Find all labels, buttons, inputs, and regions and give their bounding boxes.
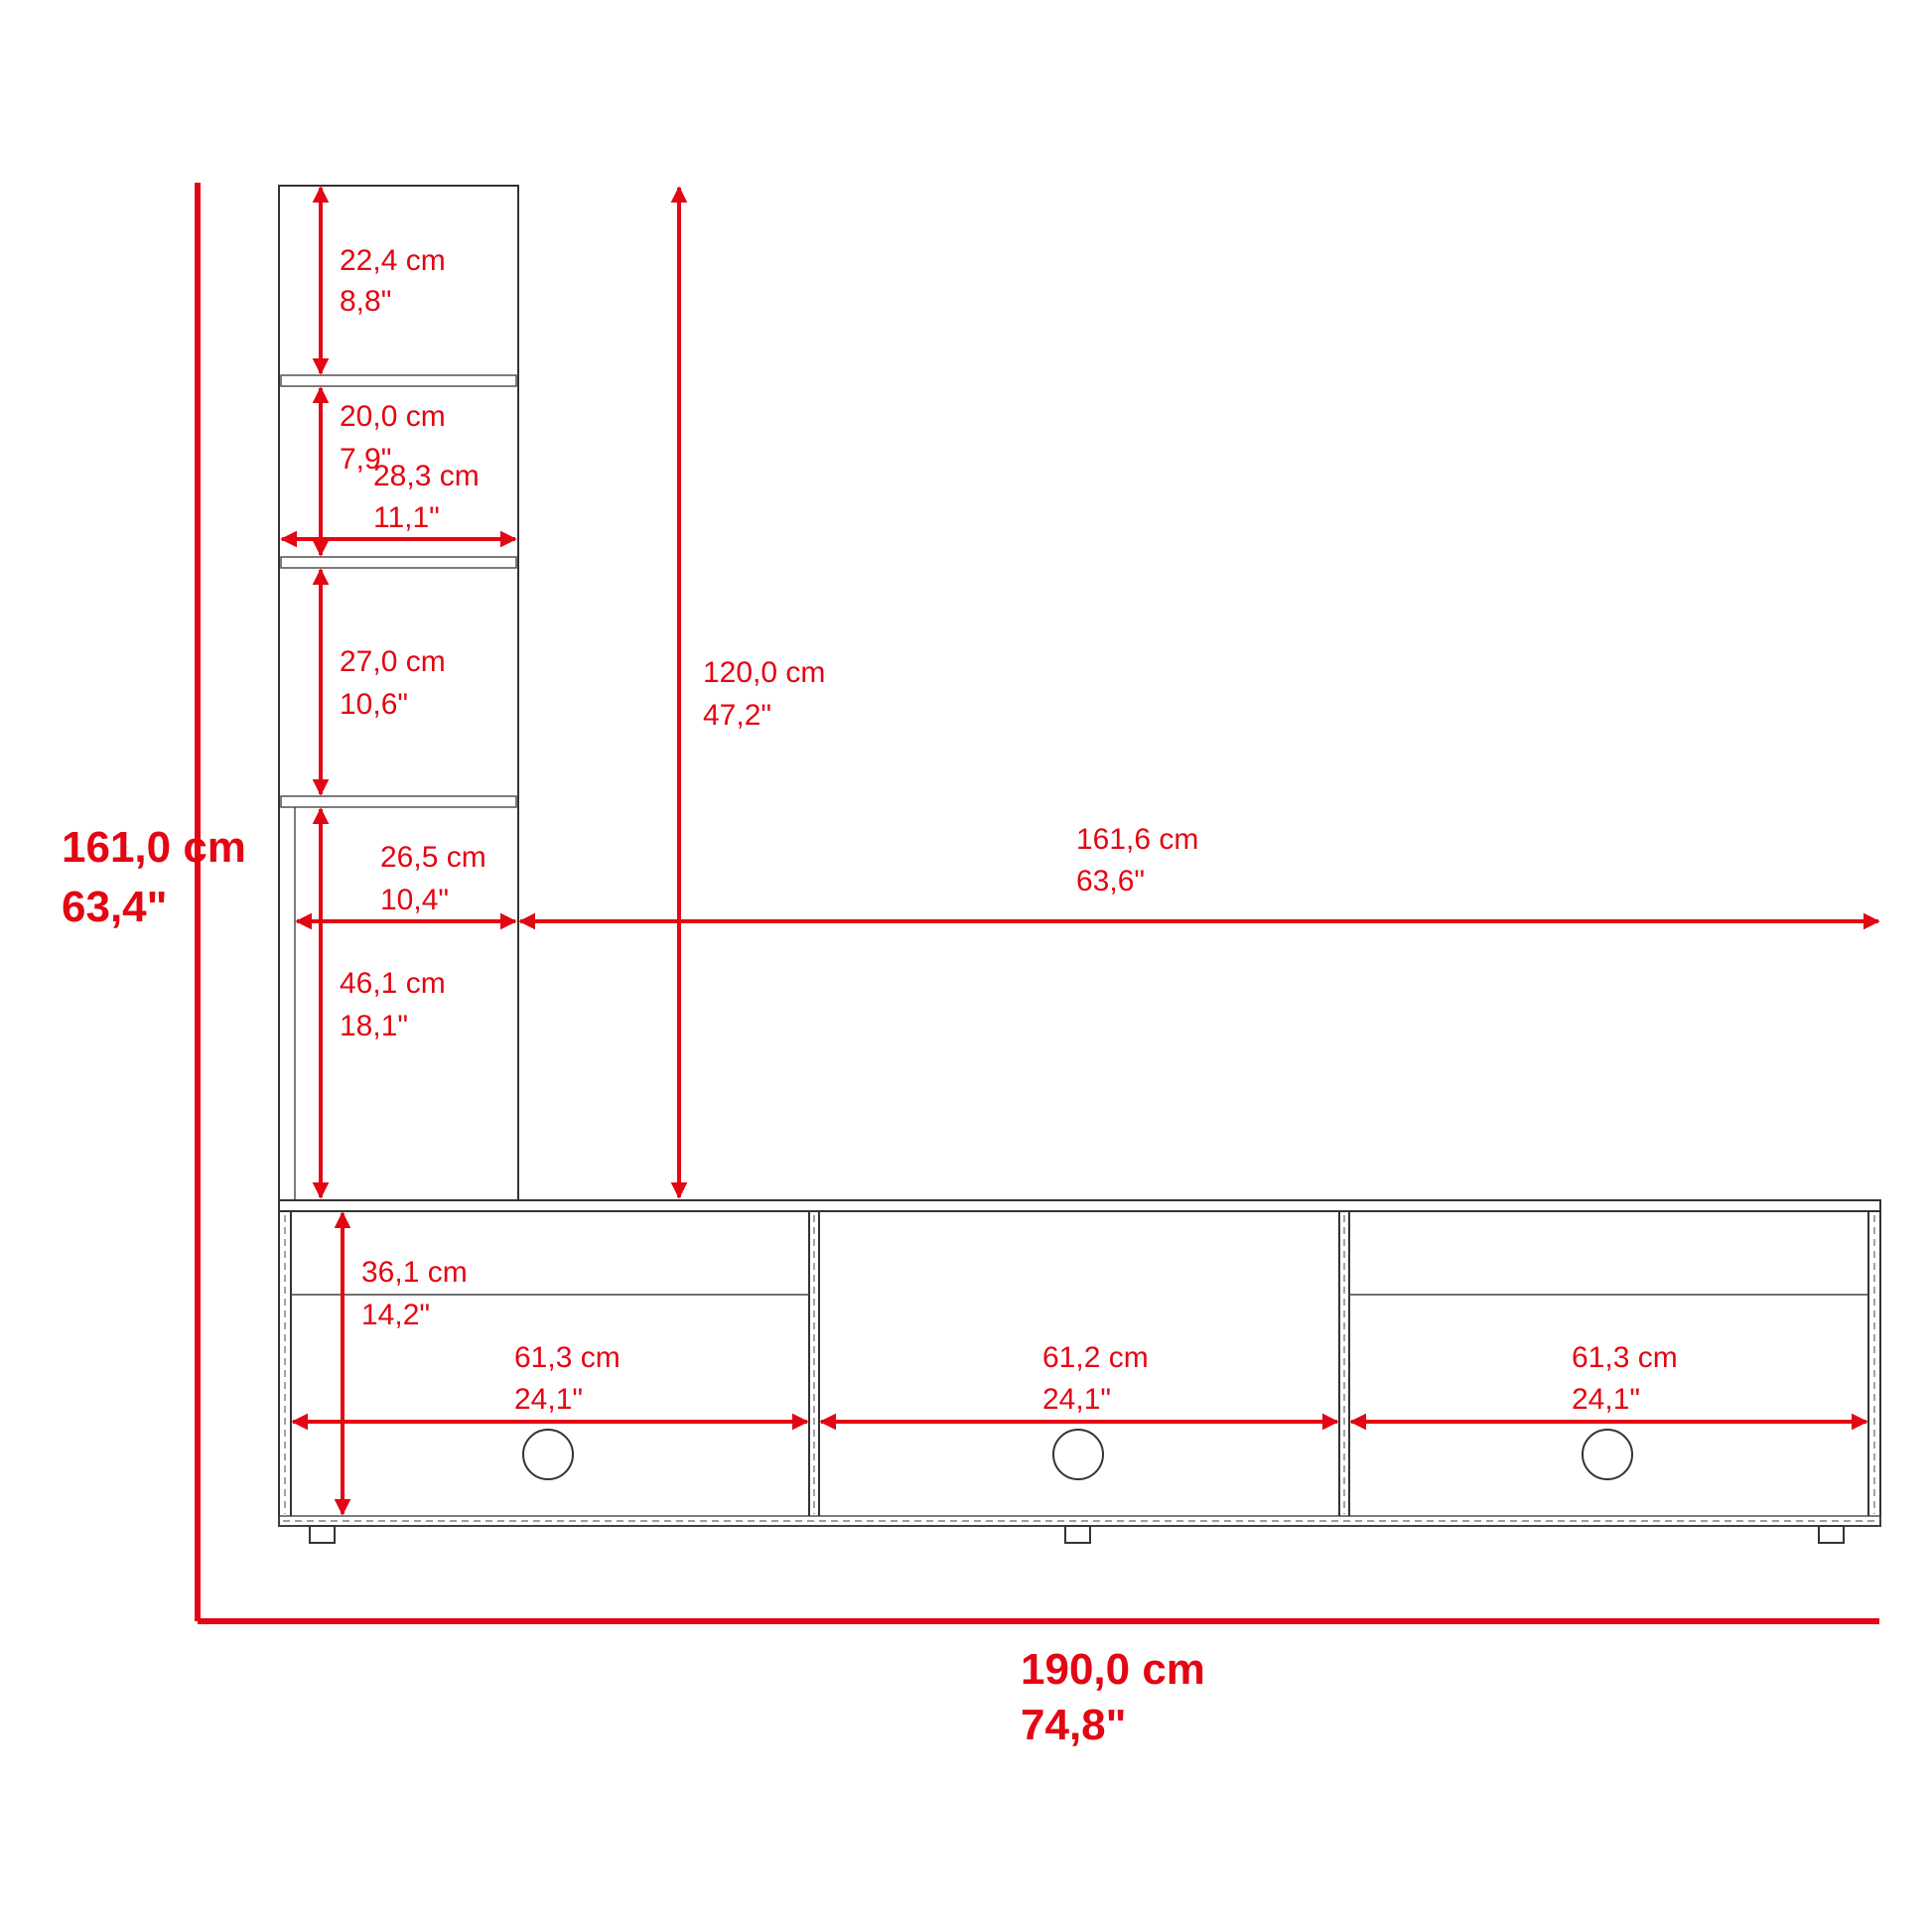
shelf3-height-in: 10,6" — [340, 688, 408, 721]
foot-3 — [1818, 1525, 1845, 1544]
base-height-in: 14,2" — [361, 1299, 430, 1331]
overall-height-in: 63,4" — [62, 883, 168, 931]
tower-shelf-3 — [280, 795, 517, 808]
upper-height-in: 47,2" — [703, 699, 771, 732]
shelf2-height-cm: 20,0 cm — [340, 400, 446, 433]
tv-stand-unit — [278, 1199, 1881, 1544]
overall-width-in: 74,8" — [1021, 1701, 1127, 1749]
cable-hole-2 — [1052, 1429, 1104, 1480]
tv-stand-top — [278, 1199, 1881, 1212]
base-height-cm: 36,1 cm — [361, 1256, 468, 1289]
tower-width-in: 11,1" — [373, 501, 440, 534]
tv-stand-bottom — [278, 1515, 1881, 1527]
comp1-width-in: 24,1" — [514, 1383, 583, 1416]
dimension-arrows — [280, 186, 1880, 1516]
upper-span-cm: 161,6 cm — [1076, 823, 1198, 856]
shelf4-height-cm: 46,1 cm — [340, 967, 446, 1000]
cable-hole-3 — [1582, 1429, 1633, 1480]
shelf2-height-in: 7,9" — [340, 443, 391, 476]
shelf1-height-in: 8,8" — [340, 285, 391, 318]
comp3-width-in: 24,1" — [1572, 1383, 1640, 1416]
dimension-labels: 161,0 cm 63,4" 190,0 cm 74,8" 22,4 cm 8,… — [62, 244, 1678, 1749]
upper-span-in: 63,6" — [1076, 865, 1145, 897]
tower-shelf-1 — [280, 374, 517, 387]
shelf4-height-in: 18,1" — [340, 1010, 408, 1042]
overall-width-cm: 190,0 cm — [1021, 1645, 1205, 1694]
upper-height-cm: 120,0 cm — [703, 656, 825, 689]
foot-1 — [309, 1525, 336, 1544]
shelf3-height-cm: 27,0 cm — [340, 645, 446, 678]
tower-inner-width-cm: 26,5 cm — [380, 841, 486, 874]
furniture-outline — [278, 185, 1881, 1544]
comp1-width-cm: 61,3 cm — [514, 1341, 621, 1374]
foot-2 — [1064, 1525, 1091, 1544]
comp2-width-in: 24,1" — [1042, 1383, 1111, 1416]
tower-shelf-2 — [280, 556, 517, 569]
comp3-width-cm: 61,3 cm — [1572, 1341, 1678, 1374]
tower-inner-width-in: 10,4" — [380, 884, 449, 916]
tower-width-cm: 28,3 cm — [373, 460, 480, 492]
comp2-width-cm: 61,2 cm — [1042, 1341, 1149, 1374]
cable-hole-1 — [522, 1429, 574, 1480]
shelf1-height-cm: 22,4 cm — [340, 244, 446, 277]
overall-height-cm: 161,0 cm — [62, 823, 246, 872]
